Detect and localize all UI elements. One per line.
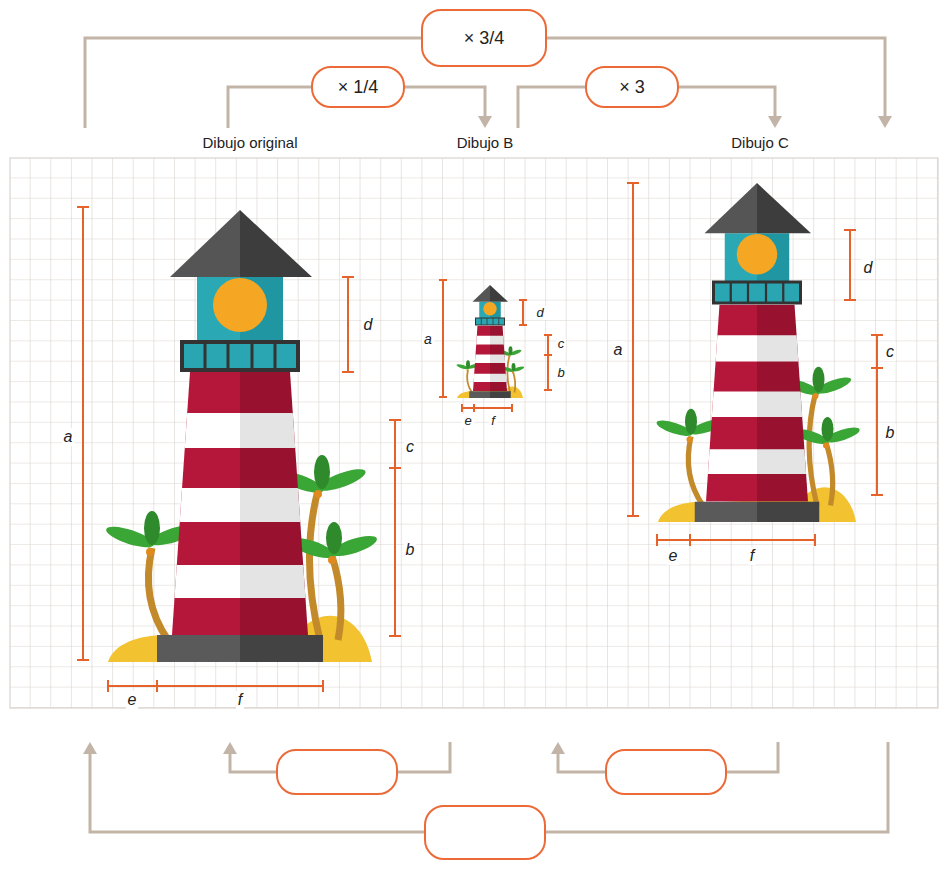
blank-box xyxy=(605,749,727,795)
dimension-label: f xyxy=(489,414,497,428)
drawing-title: Dibujo B xyxy=(457,134,514,152)
scale-factor: × 1/4 xyxy=(338,77,379,98)
grid xyxy=(10,158,938,708)
drawing-title: Dibujo original xyxy=(202,134,297,152)
blank-box xyxy=(276,749,398,795)
dimension-label: c xyxy=(884,343,896,361)
dimension-label: b xyxy=(404,541,417,559)
dimension-line xyxy=(519,300,527,325)
lighthouse-c xyxy=(655,183,861,522)
dimension-label: e xyxy=(462,414,473,428)
arrow-head xyxy=(551,742,565,754)
dimension-label: c xyxy=(404,438,416,456)
dimension-label: b xyxy=(555,366,566,380)
arrow-head xyxy=(878,116,892,128)
dimension-label: a xyxy=(422,332,434,347)
dimension-line xyxy=(871,335,883,495)
arrow-head xyxy=(83,742,97,754)
scale-factor: × 3/4 xyxy=(464,28,505,49)
dimension-label: f xyxy=(236,691,244,709)
dimension-label: f xyxy=(748,547,756,565)
drawing-title: Dibujo C xyxy=(731,134,789,152)
operation-box: × 1/4 xyxy=(311,66,405,108)
dimension-label: e xyxy=(667,547,680,565)
dimension-line xyxy=(657,534,815,546)
dimension-line xyxy=(544,335,552,390)
dimension-label: c xyxy=(556,337,567,351)
dimension-label: d xyxy=(862,259,875,277)
dimension-label: a xyxy=(612,341,625,359)
dimension-line xyxy=(844,230,856,300)
drawing-panel: Dibujo B xyxy=(420,128,560,742)
scale-factor: × 3 xyxy=(619,77,645,98)
dimension-label: d xyxy=(362,316,375,334)
dimension-line xyxy=(462,404,512,412)
dimension-line xyxy=(77,207,89,660)
dimension-label: a xyxy=(62,428,75,446)
dimension-line xyxy=(342,277,354,372)
dimension-label: e xyxy=(126,691,139,709)
grid-ground xyxy=(10,158,938,708)
dimension-line xyxy=(439,280,447,397)
dimension-line xyxy=(389,420,401,636)
dimension-lines xyxy=(77,183,883,692)
dimension-label: b xyxy=(884,424,897,442)
dimension-label: d xyxy=(534,306,545,320)
lighthouse-b xyxy=(456,285,525,398)
arrow-head xyxy=(223,742,237,754)
lighthouse-original xyxy=(104,210,379,662)
operation-box: × 3 xyxy=(585,66,679,108)
dimension-line xyxy=(108,680,323,692)
arrow-head xyxy=(478,116,492,128)
operation-box: × 3/4 xyxy=(421,9,547,67)
drawing-panel: Dibujo original xyxy=(60,128,418,742)
drawing-panel: Dibujo C xyxy=(565,128,905,742)
blank-box xyxy=(424,805,546,860)
dimension-line xyxy=(627,183,639,516)
arrow-head xyxy=(768,116,782,128)
